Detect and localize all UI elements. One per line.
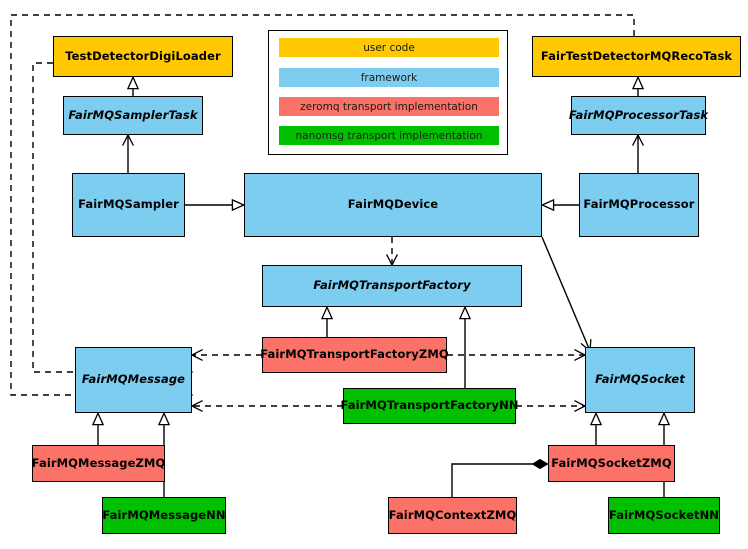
node-fairmqtransportfactoryzmq[interactable]: FairMQTransportFactoryZMQ <box>260 337 449 373</box>
node-label: FairMQProcessorTask <box>568 107 709 122</box>
node-fairmqsocket[interactable]: FairMQSocket <box>585 347 695 413</box>
node-label: FairMQMessage <box>81 372 186 387</box>
color-legend: user code framework zeromq transport imp… <box>268 30 508 155</box>
node-label: FairMQDevice <box>347 197 439 212</box>
node-label: FairMQContextZMQ <box>388 507 517 522</box>
node-fairmqmessagezmq[interactable]: FairMQMessageZMQ <box>32 445 165 482</box>
node-fairmqdevice[interactable]: FairMQDevice <box>244 173 542 237</box>
node-label: FairMQTransportFactoryZMQ <box>260 347 449 362</box>
legend-label: nanomsg transport implementation <box>295 129 483 142</box>
legend-item-zeromq: zeromq transport implementation <box>279 97 499 116</box>
node-label: TestDetectorDigiLoader <box>65 48 221 63</box>
legend-label: zeromq transport implementation <box>300 100 478 113</box>
node-label: FairMQSampler <box>78 197 179 212</box>
node-fairmqprocessortask[interactable]: FairMQProcessorTask <box>568 96 709 135</box>
node-fairmqtransportfactory[interactable]: FairMQTransportFactory <box>262 265 522 307</box>
node-fairmqsamplertask[interactable]: FairMQSamplerTask <box>63 96 203 135</box>
legend-label: user code <box>363 41 415 54</box>
legend-item-nanomsg: nanomsg transport implementation <box>279 126 499 145</box>
legend-item-user-code: user code <box>279 38 499 57</box>
node-label: FairMQSocketZMQ <box>551 455 672 470</box>
edge-device-socket <box>541 236 590 351</box>
node-label: FairMQSocket <box>595 372 685 387</box>
node-fairmqsocketnn[interactable]: FairMQSocketNN <box>608 497 720 534</box>
node-label: FairMQSocketNN <box>608 507 720 522</box>
node-label: FairMQSamplerTask <box>68 107 198 122</box>
edge-contextzmq-socketzmq <box>451 464 548 497</box>
node-label: FairTestDetectorMQRecoTask <box>540 48 733 63</box>
node-fairmqprocessor[interactable]: FairMQProcessor <box>579 173 699 237</box>
node-label: FairMQMessageNN <box>102 507 226 522</box>
node-label: FairMQTransportFactory <box>313 278 471 293</box>
node-fairmqsampler[interactable]: FairMQSampler <box>72 173 185 237</box>
legend-item-framework: framework <box>279 68 499 87</box>
legend-label: framework <box>360 71 418 84</box>
node-fairmqcontextzmq[interactable]: FairMQContextZMQ <box>388 497 517 534</box>
node-fairmqtransportfactorynn[interactable]: FairMQTransportFactoryNN <box>340 388 519 424</box>
node-label: FairMQMessageZMQ <box>31 455 166 470</box>
node-fairtestdetectormqrecotask[interactable]: FairTestDetectorMQRecoTask <box>532 36 741 77</box>
node-testdetectordigiloader[interactable]: TestDetectorDigiLoader <box>53 36 233 77</box>
node-fairmqmessage[interactable]: FairMQMessage <box>75 347 192 413</box>
node-label: FairMQProcessor <box>583 197 695 212</box>
node-fairmqsocketzmq[interactable]: FairMQSocketZMQ <box>548 445 675 482</box>
node-fairmqmessagenn[interactable]: FairMQMessageNN <box>102 497 226 534</box>
node-label: FairMQTransportFactoryNN <box>340 398 519 413</box>
